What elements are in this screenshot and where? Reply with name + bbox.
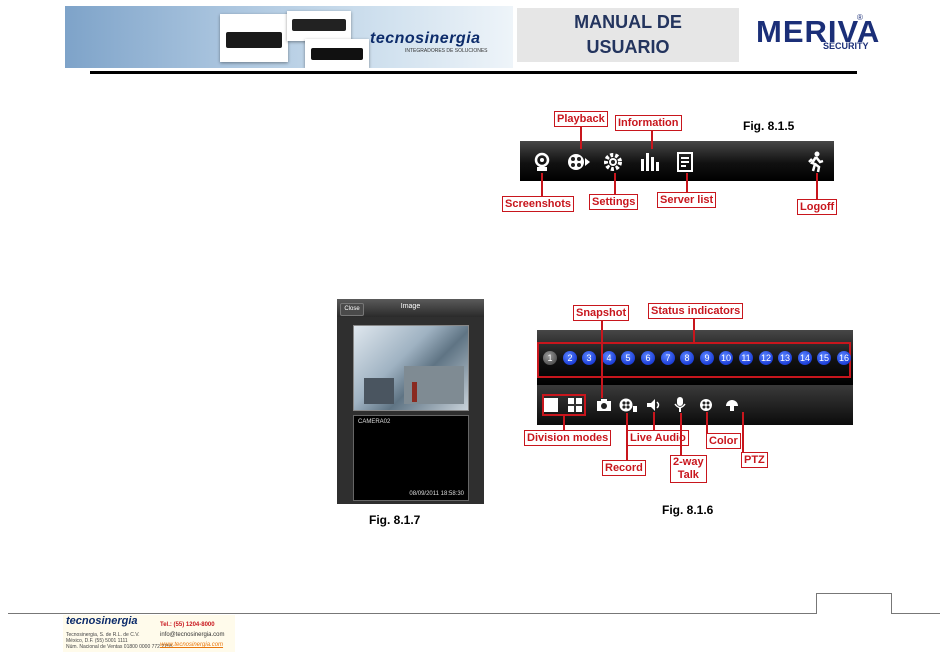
callout-settings: Settings xyxy=(589,194,639,210)
manual-title-line1: MANUAL DE xyxy=(574,12,682,32)
channel-indicator[interactable]: 15 xyxy=(817,351,831,365)
two-way-talk-icon[interactable] xyxy=(674,397,686,418)
record-icon[interactable] xyxy=(619,398,639,418)
camera-label: CAMERA02 xyxy=(358,419,391,425)
footer-divider xyxy=(8,613,816,614)
callout-ptz: PTZ xyxy=(741,452,768,468)
header-divider xyxy=(90,71,857,74)
color-icon[interactable] xyxy=(699,398,713,417)
callout-status-indicators: Status indicators xyxy=(648,303,744,319)
two-way-line1: 2-way xyxy=(673,456,704,468)
fig-8-1-7-caption: Fig. 8.1.7 xyxy=(369,513,421,527)
dvr-photo-2 xyxy=(287,11,351,41)
channel-indicator[interactable]: 2 xyxy=(563,351,577,365)
server-list-icon[interactable] xyxy=(674,151,696,176)
leader-two-way-talk xyxy=(680,413,682,455)
leader-logoff xyxy=(816,173,818,199)
leader-division-modes xyxy=(563,416,565,430)
channel-indicator[interactable]: 5 xyxy=(621,351,635,365)
leader-playback xyxy=(580,127,582,149)
channel-indicator[interactable]: 1 xyxy=(543,351,557,365)
callout-division-modes: Division modes xyxy=(524,430,612,446)
leader-status-indicators xyxy=(693,319,695,342)
leader-ptz xyxy=(742,412,744,452)
leader-live-audio xyxy=(653,412,655,430)
manual-title-box: MANUAL DE USUARIO xyxy=(517,8,739,62)
single-view-icon[interactable] xyxy=(544,398,558,412)
dvr-photo-3 xyxy=(305,39,369,68)
callout-playback: Playback xyxy=(554,111,608,127)
viewer-title: Image xyxy=(400,303,421,310)
callout-two-way-talk: 2-way Talk xyxy=(670,455,707,483)
brand-text: tecnosinergia xyxy=(370,30,481,47)
leader-settings xyxy=(614,173,616,194)
footer-divider-right xyxy=(890,613,940,614)
channel-indicator[interactable]: 12 xyxy=(759,351,773,365)
leader-information xyxy=(651,131,653,149)
tecnosinergia-logo: tecnosinergia xyxy=(370,30,481,48)
channel-indicator[interactable]: 14 xyxy=(798,351,812,365)
leader-record xyxy=(626,413,628,460)
close-button[interactable]: Close xyxy=(340,303,364,316)
channel-indicator[interactable]: 3 xyxy=(582,351,596,365)
snapshot-icon[interactable] xyxy=(596,398,612,417)
channel-indicator[interactable]: 16 xyxy=(837,351,851,365)
screenshot-icon[interactable] xyxy=(531,151,553,176)
channel-indicator[interactable]: 7 xyxy=(661,351,675,365)
playback-icon[interactable] xyxy=(566,151,590,176)
toolbar-bar-8-1-5 xyxy=(520,141,834,181)
information-icon[interactable] xyxy=(638,151,660,176)
callout-snapshot: Snapshot xyxy=(573,305,630,321)
channel-indicator[interactable]: 11 xyxy=(739,351,753,365)
camera-snapshot-2[interactable]: CAMERA02 08/09/2011 18:58:30 xyxy=(353,415,469,501)
footer-sales: Núm. Nacional de Ventas 01800 0000 772 2… xyxy=(66,644,173,650)
channel-indicator[interactable]: 6 xyxy=(641,351,655,365)
meriva-logo: MERIVA xyxy=(756,14,881,49)
camera-timestamp: 08/09/2011 18:58:30 xyxy=(409,491,464,497)
fig-8-1-5-caption: Fig. 8.1.5 xyxy=(743,119,795,133)
channel-indicator[interactable]: 4 xyxy=(602,351,616,365)
channel-indicator[interactable]: 8 xyxy=(680,351,694,365)
channel-indicator[interactable]: 13 xyxy=(778,351,792,365)
live-audio-icon[interactable] xyxy=(646,398,662,417)
logoff-icon[interactable] xyxy=(804,151,826,176)
leader-screenshots xyxy=(541,173,543,196)
footer-company: Tecnosinergia, S. de R.L. de C.V. xyxy=(66,632,140,638)
callout-screenshots: Screenshots xyxy=(502,196,575,212)
manual-title-line2: USUARIO xyxy=(586,37,670,57)
mobile-image-viewer: Close Image CAMERA02 08/09/2011 18:58:30 xyxy=(337,299,484,504)
leader-snapshot xyxy=(601,321,603,398)
footer-logo-box xyxy=(63,615,235,652)
fig-8-1-6-caption: Fig. 8.1.6 xyxy=(662,503,714,517)
leader-server-list xyxy=(686,173,688,192)
channel-indicator[interactable]: 9 xyxy=(700,351,714,365)
channel-indicator[interactable]: 10 xyxy=(719,351,733,365)
callout-logoff: Logoff xyxy=(797,199,838,215)
settings-icon[interactable] xyxy=(602,151,624,176)
footer-city: México, D.F. (55) 5001 1111 xyxy=(66,638,128,644)
dvr-photo-1 xyxy=(220,14,288,62)
meriva-security: SECURITY xyxy=(823,41,869,51)
header-banner: tecnosinergia INTEGRADORES DE SOLUCIONES xyxy=(65,6,513,68)
live-control-bar xyxy=(537,385,853,425)
footer-phone: Tel.: (55) 1204-8000 xyxy=(160,622,215,628)
ptz-icon[interactable] xyxy=(725,398,739,417)
page-number-tab xyxy=(816,593,892,614)
footer-logo: tecnosinergia xyxy=(66,615,138,627)
camera-snapshot-1[interactable] xyxy=(353,325,469,411)
division-modes-frame xyxy=(542,394,586,416)
registered-mark: ® xyxy=(857,13,863,22)
footer-email[interactable]: info@tecnosinergia.com xyxy=(160,632,225,638)
callout-server-list: Server list xyxy=(657,192,717,208)
viewer-titlebar: Close Image xyxy=(337,299,484,317)
callout-color: Color xyxy=(706,433,741,449)
two-way-line2: Talk xyxy=(677,469,699,481)
quad-view-icon[interactable] xyxy=(568,398,582,412)
footer-web[interactable]: www.tecnosinergia.com xyxy=(160,642,224,648)
brand-tagline: INTEGRADORES DE SOLUCIONES xyxy=(405,48,488,54)
callout-live-audio: Live Audio xyxy=(627,430,689,446)
leader-color xyxy=(706,412,708,433)
callout-record: Record xyxy=(602,460,646,476)
callout-information: Information xyxy=(615,115,682,131)
